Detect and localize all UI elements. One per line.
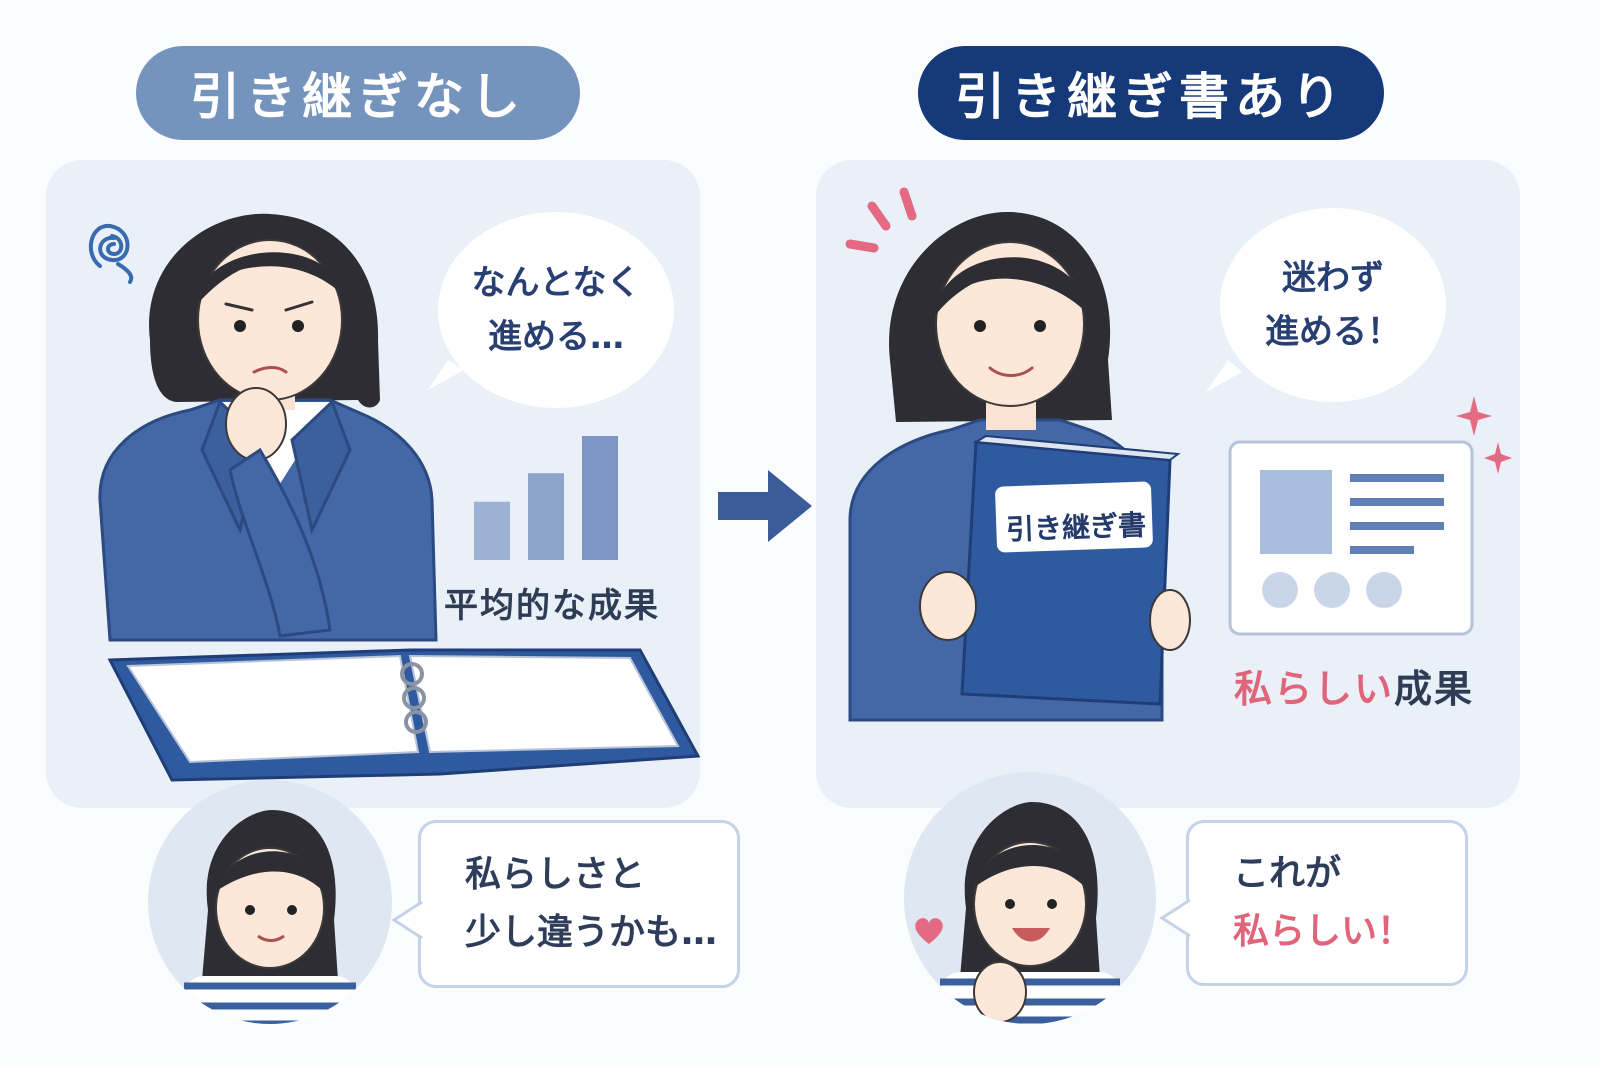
right-bubble-line-1: 迷わず (1282, 258, 1384, 298)
open-binder-illustration (107, 648, 701, 782)
left-bubble-tail (428, 360, 464, 390)
right-result-caption-highlight: 私らしい (1234, 667, 1395, 711)
binder-label: 引き継ぎ書 (1005, 508, 1147, 547)
left-bubble-line-2: 進める… (487, 317, 624, 357)
left-quote-line-2: 少し違うかも… (465, 912, 718, 953)
right-result-caption: 私らしい成果 (1234, 658, 1474, 713)
left-thought-bubble: なんとなく 進める… (438, 212, 674, 408)
chart-bar-1 (474, 501, 510, 560)
right-bubble-line-2: 進める！ (1265, 312, 1401, 352)
excitement-lines-icon (845, 187, 917, 253)
result-card-illustration (1228, 440, 1474, 636)
left-header-title: 引き継ぎなし (190, 68, 526, 126)
left-quote-tail (391, 900, 423, 940)
right-header-pill: 引き継ぎ書あり (918, 46, 1384, 140)
right-quote-box: これが 私らしい！ (1186, 820, 1468, 986)
thinking-woman-illustration (98, 213, 438, 642)
right-avatar-woman (940, 802, 1120, 1024)
heart-icon (915, 918, 943, 944)
handover-binder-illustration (919, 434, 1191, 706)
arrow-right-icon (718, 470, 812, 542)
left-avatar-woman (184, 810, 356, 1024)
right-quote-line-1: これが (1233, 853, 1342, 894)
left-quote-line-1: 私らしさと (465, 854, 646, 895)
left-header-pill: 引き継ぎなし (136, 46, 580, 140)
chart-bar-2 (528, 473, 564, 560)
right-avatar-circle (904, 772, 1156, 1024)
left-avatar-circle (148, 780, 392, 1024)
average-result-bar-chart (474, 436, 618, 560)
right-bubble-tail (1206, 360, 1242, 392)
chart-bar-3 (582, 436, 618, 560)
right-quote-tail (1159, 898, 1191, 938)
right-result-caption-rest: 成果 (1394, 667, 1475, 711)
left-result-caption: 平均的な成果 (444, 586, 660, 626)
right-thought-bubble: 迷わず 進める！ (1220, 208, 1446, 402)
left-quote-box: 私らしさと 少し違うかも… (418, 820, 740, 988)
right-quote-line-2: 私らしい！ (1233, 911, 1414, 952)
right-header-title: 引き継ぎ書あり (955, 68, 1347, 126)
left-bubble-line-1: なんとなく (471, 263, 641, 303)
sparkle-icon (1456, 396, 1512, 474)
confused-swirl-icon (89, 223, 134, 284)
